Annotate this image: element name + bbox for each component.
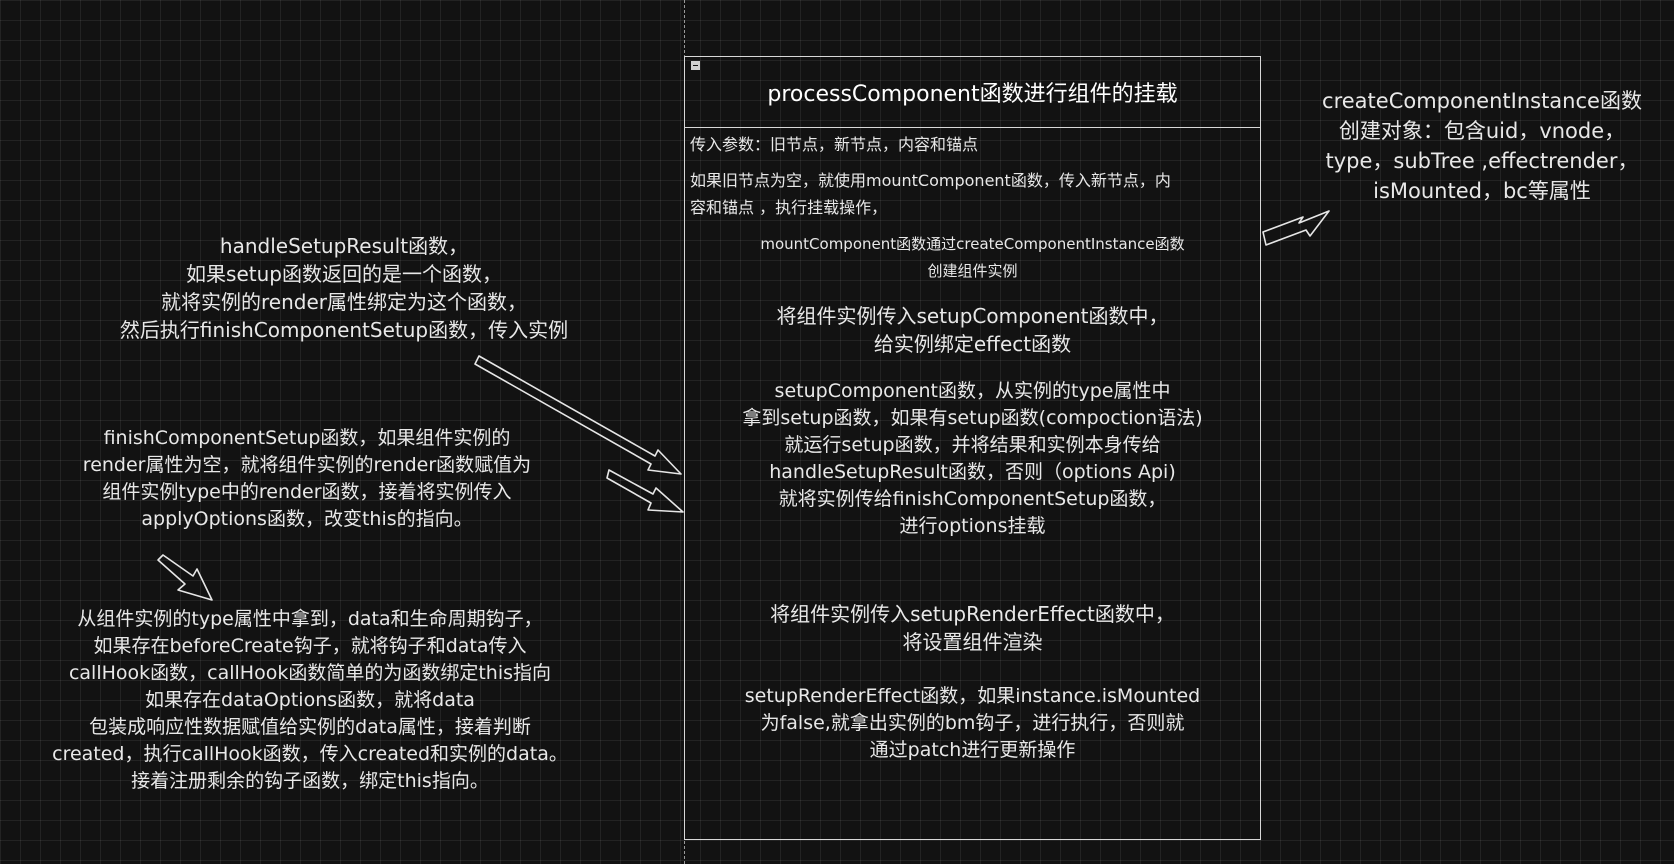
- create-instance-line-1: mountComponent函数通过createComponentInstanc…: [760, 235, 1185, 253]
- frame-header: processComponent函数进行组件的挂载: [685, 57, 1260, 128]
- params-text: 传入参数：旧节点，新节点，内容和锚点: [690, 135, 979, 154]
- handle-setup-note-line-1: handleSetupResult函数，: [219, 234, 469, 258]
- render-effect-line-2: 将设置组件渲染: [902, 630, 1043, 654]
- mount-condition-line-2: 容和锚点 ，执行挂载操作，: [690, 198, 888, 217]
- mount-condition-text: 如果旧节点为空，就使用mountComponent函数，传入新节点，内 容和锚点…: [690, 167, 1171, 221]
- create-instance-note-line-1: createComponentInstance函数: [1322, 89, 1642, 113]
- setup-detail-line-1: setupComponent函数，从实例的type属性中: [774, 380, 1171, 402]
- setup-detail-line-3: 就运行setup函数，并将结果和实例本身传给: [784, 434, 1161, 456]
- handle-setup-note-line-4: 然后执行finishComponentSetup函数，传入实例: [119, 318, 569, 342]
- create-instance-note-line-2: 创建对象：包含uid，vnode，: [1338, 119, 1626, 143]
- mount-condition-line-1: 如果旧节点为空，就使用mountComponent函数，传入新节点，内: [690, 171, 1171, 190]
- create-instance-line-2: 创建组件实例: [927, 262, 1018, 280]
- handle-setup-note-line-2: 如果setup函数返回的是一个函数，: [186, 262, 502, 286]
- apply-options-note-line-6: created，执行callHook函数，传入created和实例的data。: [52, 743, 568, 765]
- handle-setup-note-line-3: 就将实例的render属性绑定为这个函数，: [161, 290, 527, 314]
- create-instance-note[interactable]: createComponentInstance函数 创建对象：包含uid，vno…: [1302, 86, 1662, 206]
- create-instance-note-line-3: type，subTree ,effectrender，: [1325, 149, 1639, 173]
- apply-options-note-line-4: 如果存在dataOptions函数，就将data: [145, 689, 475, 711]
- finish-setup-note-line-4: applyOptions函数，改变this的指向。: [141, 508, 473, 530]
- apply-options-note-line-3: callHook函数，callHook函数简单的为函数绑定this指向: [68, 662, 552, 684]
- finish-setup-note-line-3: 组件实例type中的render函数，接着将实例传入: [102, 481, 512, 503]
- setup-component-text: 将组件实例传入setupComponent函数中， 给实例绑定effect函数: [684, 302, 1261, 358]
- arrow-to-create-instance[interactable]: [1262, 210, 1330, 246]
- create-instance-text: mountComponent函数通过createComponentInstanc…: [684, 231, 1261, 285]
- finish-setup-note[interactable]: finishComponentSetup函数，如果组件实例的 render属性为…: [14, 425, 600, 533]
- setup-detail-line-2: 拿到setup函数，如果有setup函数(compoction语法): [742, 407, 1203, 429]
- render-effect-line-1: 将组件实例传入setupRenderEffect函数中，: [770, 602, 1175, 626]
- finish-setup-note-line-1: finishComponentSetup函数，如果组件实例的: [103, 427, 511, 449]
- finish-setup-note-line-2: render属性为空，就将组件实例的render函数赋值为: [82, 454, 532, 476]
- apply-options-note-line-2: 如果存在beforeCreate钩子，就将钩子和data传入: [93, 635, 527, 657]
- render-effect-text: 将组件实例传入setupRenderEffect函数中， 将设置组件渲染: [684, 600, 1261, 656]
- setup-detail-line-5: 就将实例传给finishComponentSetup函数，: [778, 488, 1167, 510]
- arrow-from-finish-setup[interactable]: [606, 469, 684, 513]
- apply-options-note-line-7: 接着注册剩余的钩子函数，绑定this指向。: [131, 770, 489, 792]
- setup-detail-line-6: 进行options挂载: [899, 515, 1046, 537]
- frame-title: processComponent函数进行组件的挂载: [767, 82, 1178, 107]
- setup-detail-text: setupComponent函数，从实例的type属性中 拿到setup函数，如…: [684, 378, 1261, 540]
- render-effect-detail-line-2: 为false,就拿出实例的bm钩子，进行执行，否则就: [760, 712, 1185, 734]
- collapse-icon[interactable]: [691, 61, 700, 70]
- apply-options-note-line-5: 包装成响应性数据赋值给实例的data属性，接着判断: [89, 716, 531, 738]
- apply-options-note[interactable]: 从组件实例的type属性中拿到，data和生命周期钩子， 如果存在beforeC…: [0, 606, 620, 795]
- setup-component-line-2: 给实例绑定effect函数: [873, 332, 1072, 356]
- setup-detail-line-4: handleSetupResult函数，否则（options Api): [769, 461, 1176, 483]
- create-instance-note-line-4: isMounted，bc等属性: [1373, 179, 1591, 203]
- render-effect-detail-line-3: 通过patch进行更新操作: [869, 739, 1076, 761]
- handle-setup-note[interactable]: handleSetupResult函数， 如果setup函数返回的是一个函数， …: [84, 232, 604, 344]
- arrow-to-apply-options[interactable]: [157, 554, 213, 601]
- render-effect-detail-line-1: setupRenderEffect函数，如果instance.isMounted: [744, 685, 1201, 707]
- setup-component-line-1: 将组件实例传入setupComponent函数中，: [776, 304, 1169, 328]
- render-effect-detail-text: setupRenderEffect函数，如果instance.isMounted…: [684, 683, 1261, 764]
- process-component-frame[interactable]: processComponent函数进行组件的挂载: [684, 56, 1261, 840]
- apply-options-note-line-1: 从组件实例的type属性中拿到，data和生命周期钩子，: [77, 608, 543, 630]
